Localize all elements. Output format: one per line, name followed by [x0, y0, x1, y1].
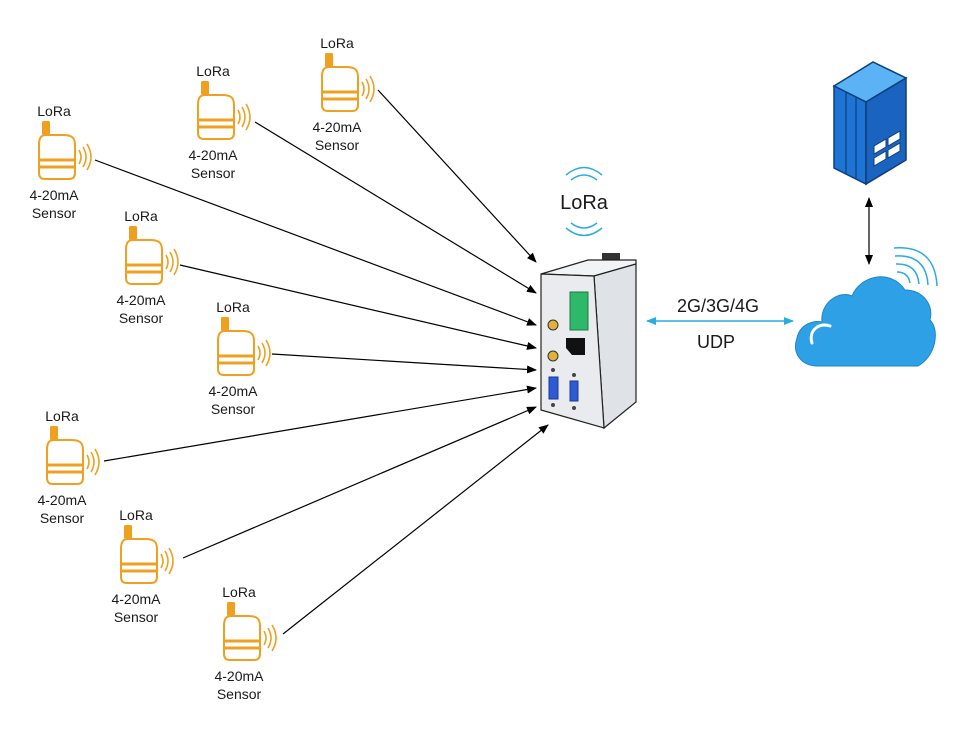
- sensor-protocol-label: LoRa: [119, 507, 153, 523]
- sensor-type-label: 4-20mA: [29, 187, 79, 203]
- arrow-s6: [103, 385, 537, 462]
- network-type-label: 2G/3G/4G: [677, 296, 759, 316]
- arrow-s3: [94, 159, 537, 326]
- gateway-device-icon: [540, 253, 637, 430]
- sensor-icon: [196, 79, 252, 141]
- arrow-s1: [377, 89, 537, 263]
- sensor-type-label: 4-20mA: [37, 492, 87, 508]
- sensor-node: LoRa 4-20mA Sensor: [214, 584, 278, 702]
- sensor-node: LoRa 4-20mA Sensor: [29, 103, 93, 221]
- antenna-port-icon: [547, 319, 559, 331]
- arrow-s2: [254, 121, 537, 294]
- sensor-node: LoRa 4-20mA Sensor: [208, 299, 272, 417]
- sensor-type-label: 4-20mA: [111, 591, 161, 607]
- sensor-icon: [124, 224, 180, 286]
- cloud-icon: [795, 276, 936, 367]
- sensor-type-label: 4-20mA: [312, 119, 362, 135]
- sensor-name-label: Sensor: [191, 165, 236, 181]
- sensor-icon: [119, 523, 175, 585]
- sensor-name-label: Sensor: [114, 609, 159, 625]
- sensor-node: LoRa 4-20mA Sensor: [312, 35, 376, 153]
- sensor-protocol-label: LoRa: [196, 63, 230, 79]
- sensor-name-label: Sensor: [211, 401, 256, 417]
- arrow-s5: [271, 353, 537, 374]
- sensor-icon: [45, 424, 101, 486]
- sensor-node: LoRa 4-20mA Sensor: [37, 408, 101, 526]
- sensor-protocol-label: LoRa: [124, 208, 158, 224]
- sensor-type-label: 4-20mA: [116, 292, 166, 308]
- sensor-name-label: Sensor: [315, 137, 360, 153]
- server-icon: [832, 61, 908, 186]
- sensor-protocol-label: LoRa: [320, 35, 354, 51]
- sensor-node: LoRa 4-20mA Sensor: [116, 208, 180, 326]
- sensor-node: LoRa 4-20mA Sensor: [111, 507, 175, 625]
- sensor-protocol-label: LoRa: [222, 584, 256, 600]
- wireless-signal-icon: [893, 247, 938, 287]
- sensor-type-label: 4-20mA: [214, 668, 264, 684]
- sensor-protocol-label: LoRa: [37, 103, 71, 119]
- sensor-name-label: Sensor: [119, 310, 164, 326]
- sensor-type-label: 4-20mA: [208, 383, 258, 399]
- sensor-protocol-label: LoRa: [216, 299, 250, 315]
- gateway-radio-label: LoRa: [560, 192, 609, 214]
- lora-radio-signal-icon: [565, 166, 603, 237]
- sensor-icon: [222, 600, 278, 662]
- sensor-icon: [320, 51, 376, 113]
- link-protocol-label: UDP: [697, 332, 735, 352]
- sensor-icon: [216, 315, 272, 377]
- sensor-type-label: 4-20mA: [188, 147, 238, 163]
- sensor-name-label: Sensor: [32, 205, 77, 221]
- arrow-s7: [182, 406, 537, 559]
- sensor-name-label: Sensor: [217, 686, 262, 702]
- sensor-name-label: Sensor: [40, 510, 85, 526]
- sensor-icon: [37, 119, 93, 181]
- antenna-port-icon: [547, 350, 559, 362]
- arrow-s4: [179, 264, 537, 350]
- arrow-s8: [282, 424, 549, 635]
- sensor-protocol-label: LoRa: [45, 408, 79, 424]
- sensor-link-arrows: [94, 89, 549, 635]
- sensor-node: LoRa 4-20mA Sensor: [188, 63, 252, 181]
